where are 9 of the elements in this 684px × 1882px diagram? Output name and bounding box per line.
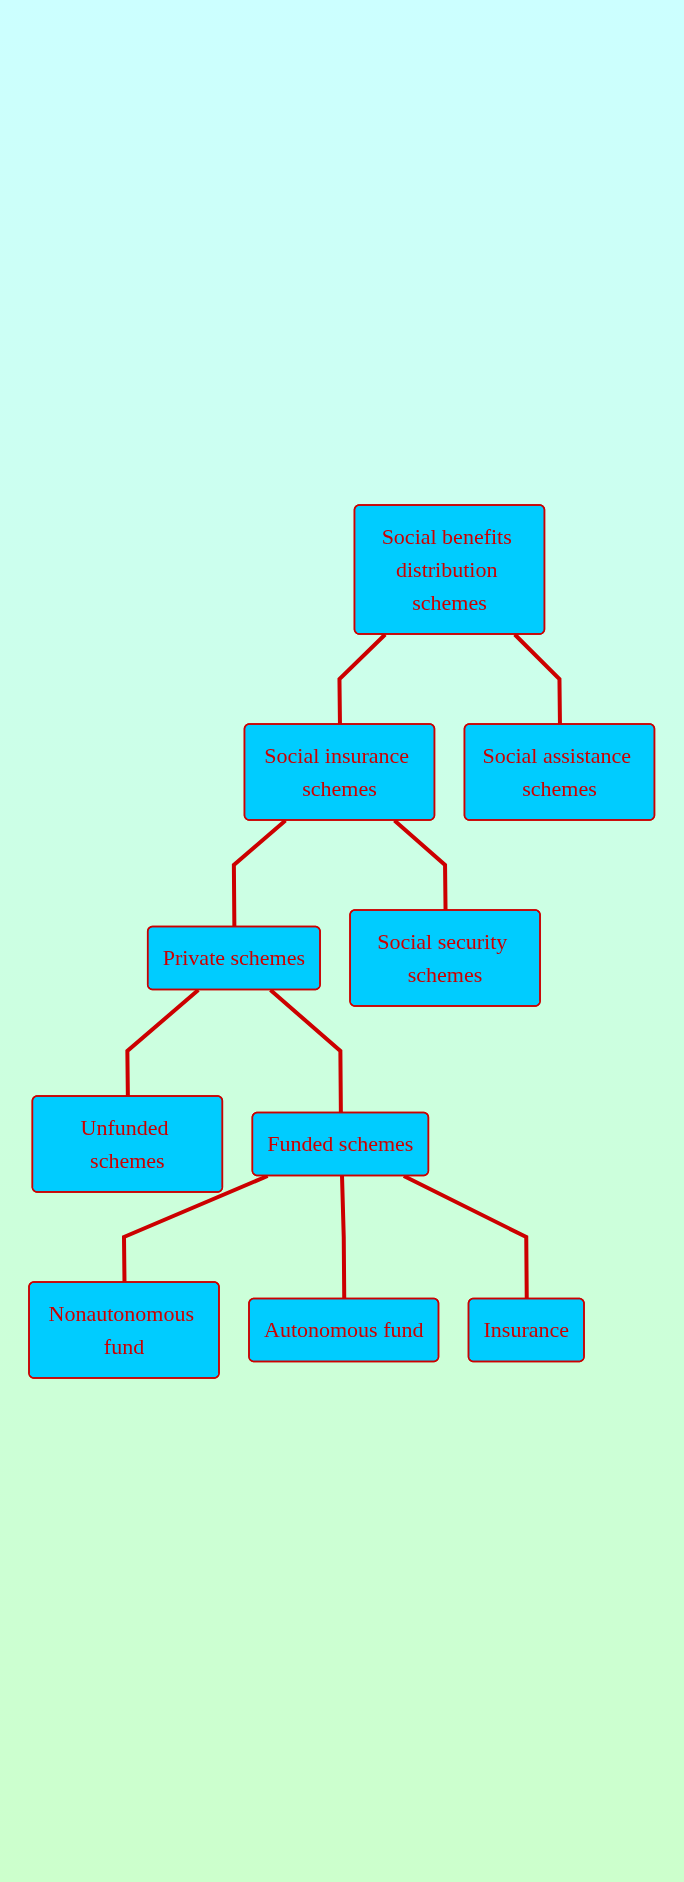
connector xyxy=(513,632,563,725)
connector xyxy=(403,1173,529,1299)
connector xyxy=(125,987,200,1096)
connector xyxy=(337,632,387,725)
connector xyxy=(340,1175,347,1299)
connector xyxy=(269,988,344,1113)
connector xyxy=(122,1173,269,1282)
connector xyxy=(393,818,448,910)
connector xyxy=(232,818,288,927)
